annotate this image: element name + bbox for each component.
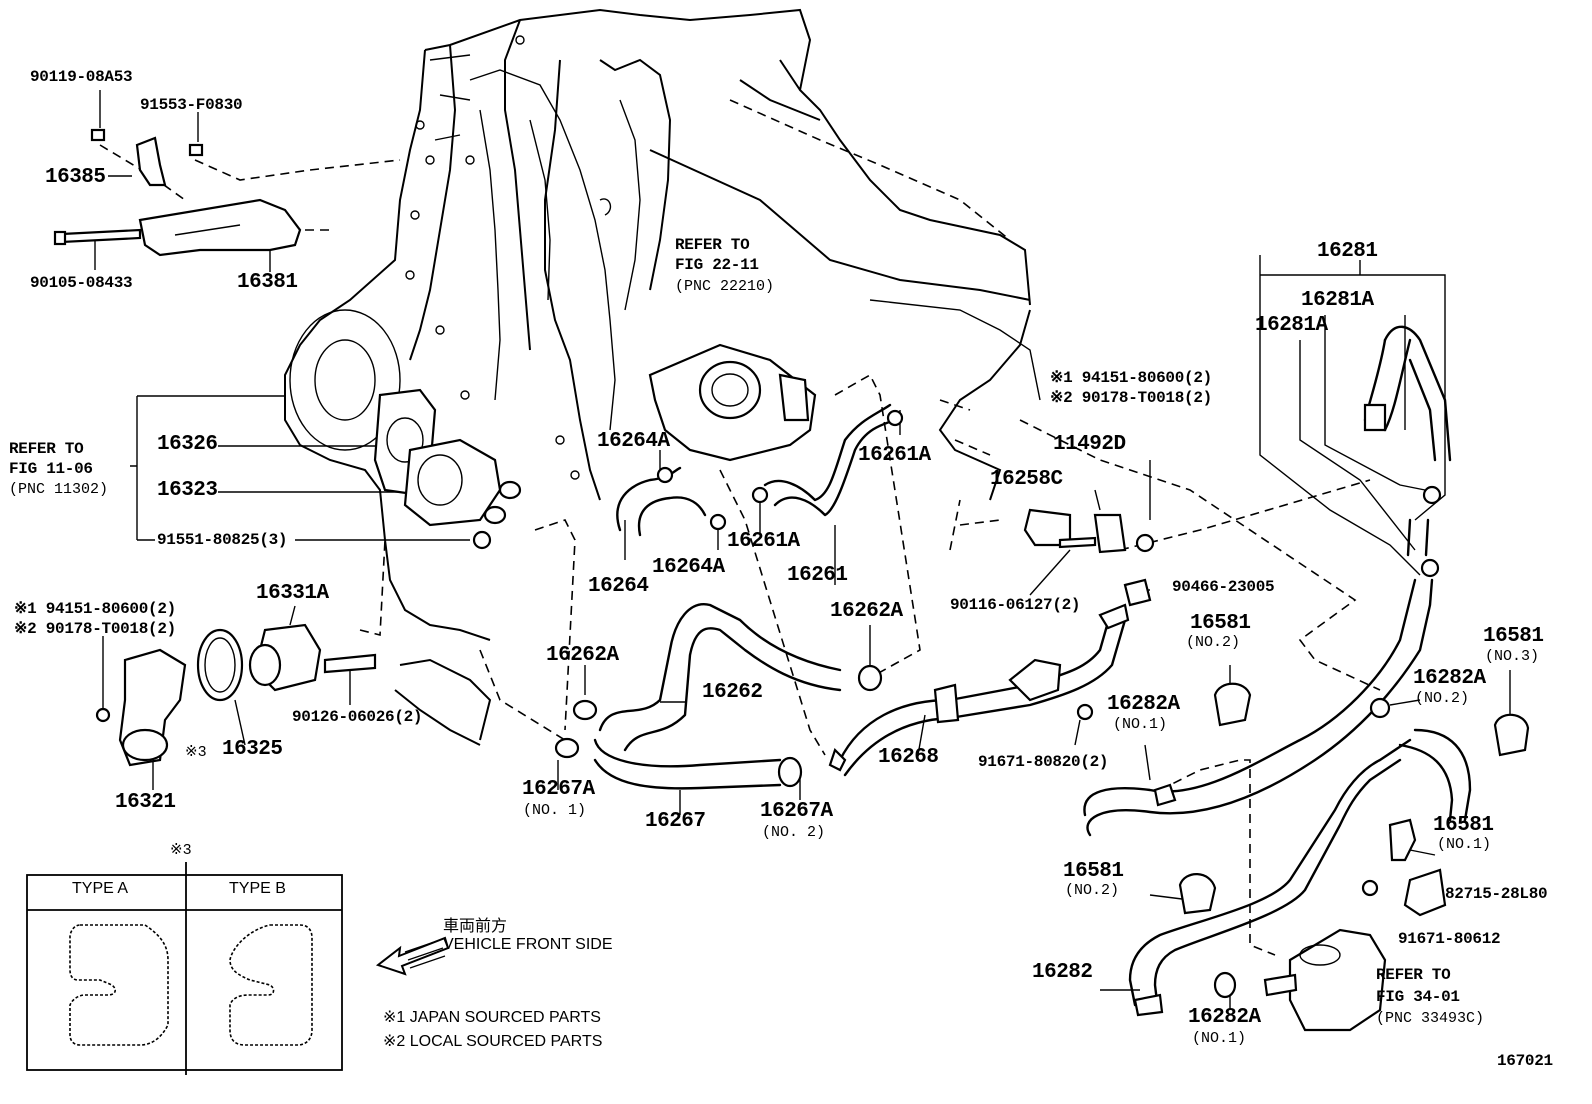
- part-label[interactable]: 16282A: [1188, 1006, 1261, 1029]
- oil-cooler: [1263, 928, 1387, 1032]
- part-label[interactable]: 91671-80612: [1398, 930, 1501, 948]
- qualifier: (NO.2): [1415, 690, 1470, 707]
- part-label[interactable]: 16258C: [990, 468, 1063, 491]
- part-label[interactable]: 16323: [157, 479, 218, 502]
- qualifier: (NO.2): [1186, 634, 1241, 651]
- ref-text: FIG 34-01: [1376, 988, 1460, 1006]
- part-label[interactable]: 16264: [588, 575, 649, 598]
- front-arrow-icon: [375, 936, 450, 976]
- thermostat-assembly: [95, 623, 377, 767]
- throttle-body: [648, 343, 817, 462]
- part-label[interactable]: 16381: [237, 271, 298, 294]
- part-label[interactable]: 90116-06127(2): [950, 596, 1081, 614]
- note-japan: ※1 94151-80600(2): [14, 600, 176, 618]
- part-label[interactable]: 16261A: [858, 444, 931, 467]
- qualifier: (NO. 2): [762, 824, 826, 841]
- part-label[interactable]: 16282: [1032, 961, 1093, 984]
- ref-text: FIG 22-11: [675, 256, 759, 274]
- type-b-header: TYPE B: [229, 880, 286, 897]
- part-label[interactable]: 91671-80820(2): [978, 753, 1109, 771]
- water-inlet-assembly: [373, 388, 522, 550]
- part-label[interactable]: 82715-28L80: [1445, 885, 1548, 903]
- clamps: [554, 409, 1530, 999]
- legend-japan: ※1 JAPAN SOURCED PARTS: [383, 1009, 601, 1026]
- part-label[interactable]: 11492D: [1053, 433, 1126, 456]
- type-table: [26, 862, 343, 1075]
- front-side-jp: 車両前方: [443, 918, 508, 935]
- qualifier: (NO.3): [1485, 648, 1540, 665]
- part-label[interactable]: 16267A: [522, 778, 595, 801]
- part-label[interactable]: 16262A: [830, 600, 903, 623]
- front-side-en: VEHICLE FRONT SIDE: [443, 936, 613, 953]
- star3-note: ※3: [185, 744, 207, 761]
- part-label[interactable]: 16261: [787, 564, 848, 587]
- ref-text: (PNC 11302): [9, 481, 109, 498]
- part-label[interactable]: 90119-08A53: [30, 68, 133, 86]
- part-label[interactable]: 91553-F0830: [140, 96, 243, 114]
- ref-text: FIG 11-06: [9, 460, 93, 478]
- part-label[interactable]: 16261A: [727, 530, 800, 553]
- part-label[interactable]: 16281A: [1255, 314, 1328, 337]
- ref-text: (PNC 22210): [675, 278, 775, 295]
- part-label[interactable]: 16581: [1190, 612, 1251, 635]
- ref-text: REFER TO: [9, 440, 84, 458]
- part-label[interactable]: 16321: [115, 791, 176, 814]
- note-japan: ※1 94151-80600(2): [1050, 369, 1212, 387]
- part-label[interactable]: 16268: [878, 746, 939, 769]
- ref-text: REFER TO: [675, 236, 750, 254]
- part-label[interactable]: 16281A: [1301, 289, 1374, 312]
- part-label[interactable]: 16326: [157, 433, 218, 456]
- part-label[interactable]: 16267A: [760, 800, 833, 823]
- part-label[interactable]: 16262A: [546, 644, 619, 667]
- part-label[interactable]: 16581: [1433, 814, 1494, 837]
- part-label[interactable]: 16385: [45, 166, 106, 189]
- qualifier: (NO.1): [1437, 836, 1492, 853]
- part-label[interactable]: 90105-08433: [30, 274, 133, 292]
- part-label[interactable]: 16264A: [597, 430, 670, 453]
- part-label[interactable]: 16282A: [1413, 667, 1486, 690]
- qualifier: (NO. 1): [523, 802, 587, 819]
- hoses: [593, 325, 1472, 1017]
- qualifier: (NO.1): [1192, 1030, 1247, 1047]
- part-label[interactable]: 16281: [1317, 240, 1378, 263]
- leader-lines: [94, 90, 1511, 1010]
- type-a-header: TYPE A: [72, 880, 129, 897]
- part-label[interactable]: 90126-06026(2): [292, 708, 423, 726]
- part-label[interactable]: 16262: [702, 681, 763, 704]
- legend-local: ※2 LOCAL SOURCED PARTS: [383, 1033, 603, 1050]
- part-label[interactable]: 16325: [222, 738, 283, 761]
- part-label[interactable]: 16264A: [652, 556, 725, 579]
- part-label[interactable]: 16581: [1063, 860, 1124, 883]
- ref-text: (PNC 33493C): [1376, 1010, 1485, 1027]
- part-label[interactable]: 16331A: [256, 582, 329, 605]
- ref-text: REFER TO: [1376, 966, 1451, 984]
- note-local: ※2 90178-T0018(2): [14, 620, 176, 638]
- star3-table-note: ※3: [170, 842, 192, 859]
- diagram-number: 167021: [1497, 1052, 1553, 1070]
- part-label[interactable]: 16581: [1483, 625, 1544, 648]
- note-local: ※2 90178-T0018(2): [1050, 389, 1212, 407]
- qualifier: (NO.1): [1113, 716, 1168, 733]
- bracket-assembly: [53, 128, 302, 257]
- guide-lines: [99, 144, 1381, 956]
- qualifier: (NO.2): [1065, 882, 1120, 899]
- part-label[interactable]: 16267: [645, 810, 706, 833]
- part-label[interactable]: 91551-80825(3): [157, 531, 288, 549]
- part-label[interactable]: 90466-23005: [1172, 578, 1275, 596]
- engine-block-drawing: [284, 8, 1041, 746]
- part-label[interactable]: 16282A: [1107, 693, 1180, 716]
